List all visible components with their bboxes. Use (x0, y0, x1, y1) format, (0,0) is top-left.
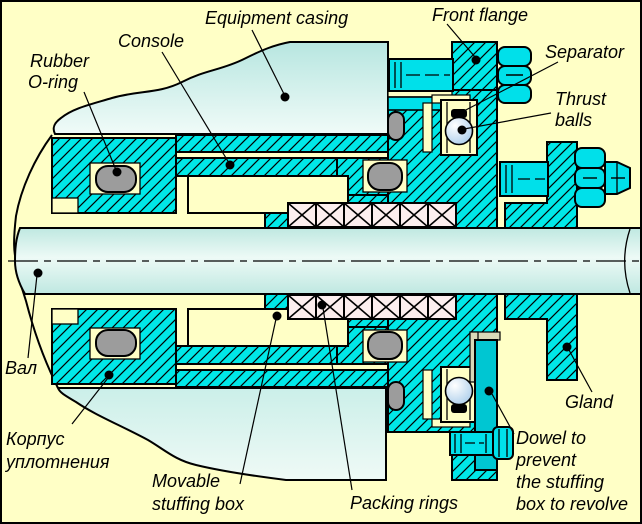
rubber-o-ring-bottom (95, 329, 137, 357)
packing-rings-top (287, 202, 457, 228)
label-rubber-o-ring-1: Rubber (30, 51, 90, 71)
console-step-bottom (51, 308, 79, 325)
console-step-top (51, 197, 79, 214)
console-cavity-top (187, 175, 349, 214)
label-dowel-4: box to revolve (516, 494, 628, 514)
label-equipment-casing: Equipment casing (205, 8, 348, 28)
leader-front-flange (446, 23, 481, 65)
leader-thrust-balls (457, 112, 552, 135)
leader-movable-stuffing-box (239, 311, 282, 485)
label-thrust-balls-1: Thrust (555, 89, 607, 109)
leader-shaft (27, 268, 43, 359)
thrust-ball-bottom (444, 376, 474, 406)
o-ring-2-top (367, 162, 403, 191)
label-separator: Separator (545, 42, 625, 62)
o-ring-3-bottom (387, 381, 405, 411)
label-seal-housing-1: Корпус (6, 429, 65, 449)
gland-upper-arm (504, 141, 578, 229)
clearance-strip-v-top (422, 102, 433, 153)
leader-separator (457, 61, 559, 116)
leader-console (161, 51, 235, 170)
label-seal-housing-2: уплотнения (4, 452, 110, 472)
label-dowel-3: the stuffing (516, 472, 604, 492)
equipment-casing-bottom (56, 387, 387, 481)
label-movable-stuffing-box-2: stuffing box (152, 494, 245, 514)
o-ring-2-bottom (367, 331, 403, 360)
leader-gland (562, 342, 593, 393)
label-thrust-balls-2: balls (555, 110, 592, 130)
label-front-flange: Front flange (432, 5, 528, 25)
packing-rings-bottom (287, 294, 457, 320)
label-rubber-o-ring-2: O-ring (28, 72, 78, 92)
leader-packing-rings (317, 300, 353, 491)
label-shaft: Вал (5, 358, 37, 378)
gland-lower-arm (504, 293, 578, 381)
label-movable-stuffing-box-1: Movable (152, 471, 220, 491)
label-console: Console (118, 31, 184, 51)
separator-section-bottom (451, 404, 467, 413)
leader-equipment-casing (251, 29, 290, 102)
label-packing-rings: Packing rings (350, 493, 458, 513)
equipment-casing-top (52, 41, 389, 135)
gland-stud-bolt (499, 147, 631, 208)
leader-seal-housing (71, 370, 114, 425)
rubber-o-ring-top (95, 165, 137, 193)
label-gland: Gland (565, 392, 614, 412)
o-ring-3-top (387, 111, 405, 141)
bottom-bolt (449, 426, 514, 460)
front-flange-body (451, 41, 498, 91)
leader-dowel (484, 386, 515, 435)
leader-rubber-o-ring (83, 91, 122, 177)
label-dowel-1: Dowel to (516, 428, 586, 448)
label-dowel-2: prevent (515, 450, 577, 470)
clearance-strip-v-bottom (422, 369, 433, 420)
